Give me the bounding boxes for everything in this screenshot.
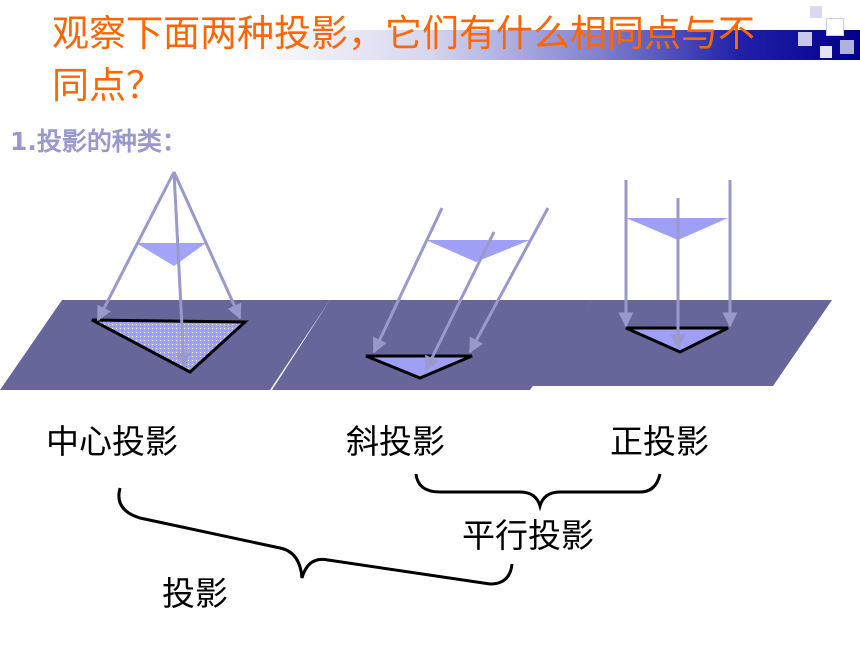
title-gradient-bar (0, 30, 860, 60)
oblique-shadow-triangle (365, 354, 473, 380)
label-orthographic-projection: 正投影 (610, 422, 709, 461)
oblique-projection (365, 207, 550, 380)
label-projection: 投影 (162, 574, 228, 613)
central-ray-right (172, 171, 242, 320)
oblique-ray-left (372, 207, 444, 354)
oblique-object-triangle (426, 240, 530, 262)
central-shadow-triangle (91, 318, 249, 374)
central-object-triangle (136, 243, 206, 266)
brace-projection (117, 487, 514, 586)
brace-parallel (414, 473, 662, 512)
label-parallel-projection: 平行投影 (462, 516, 594, 555)
corner-decoration (790, 6, 860, 76)
label-oblique-projection: 斜投影 (346, 422, 445, 461)
section-subtitle: 1.投影的种类： (10, 127, 187, 156)
label-central-projection: 中心投影 (46, 422, 178, 461)
central-ray-left (96, 171, 176, 322)
orthographic-projection (618, 180, 738, 354)
oblique-ray-right (468, 207, 550, 354)
oblique-ray-middle (424, 231, 496, 372)
page-title: 观察下面两种投影，它们有什么相同点与不同点？ (52, 12, 755, 107)
plane-oblique (272, 300, 592, 390)
central-ray-middle (172, 171, 191, 368)
central-projection (91, 171, 249, 374)
